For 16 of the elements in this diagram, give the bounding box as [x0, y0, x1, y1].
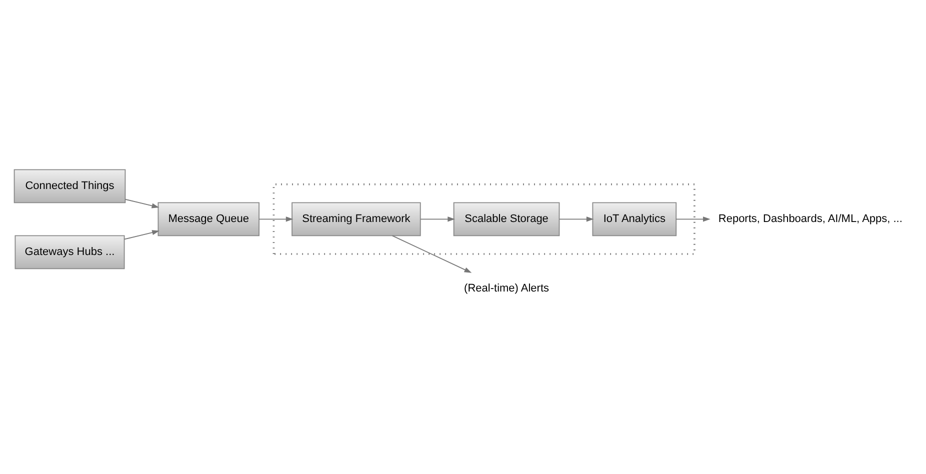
arrow [258, 216, 294, 222]
node-box: Message Queue [158, 202, 260, 236]
arrow [124, 230, 160, 240]
node-box: Connected Things [14, 168, 126, 203]
node-box: Streaming Framework [292, 202, 421, 236]
arrow [420, 216, 455, 222]
cluster [272, 182, 696, 254]
arrow [559, 216, 594, 222]
node-box: IoT Analytics [592, 202, 677, 236]
node-box: Gateways Hubs ... [14, 234, 125, 269]
arrow [124, 198, 160, 208]
arrow [676, 216, 710, 222]
node-text: (Real-time) Alerts [464, 282, 550, 294]
node-box: Scalable Storage [453, 202, 560, 236]
arrow [392, 234, 472, 272]
node-text: Reports, Dashboards, AI/ML, Apps, ... [718, 212, 902, 225]
